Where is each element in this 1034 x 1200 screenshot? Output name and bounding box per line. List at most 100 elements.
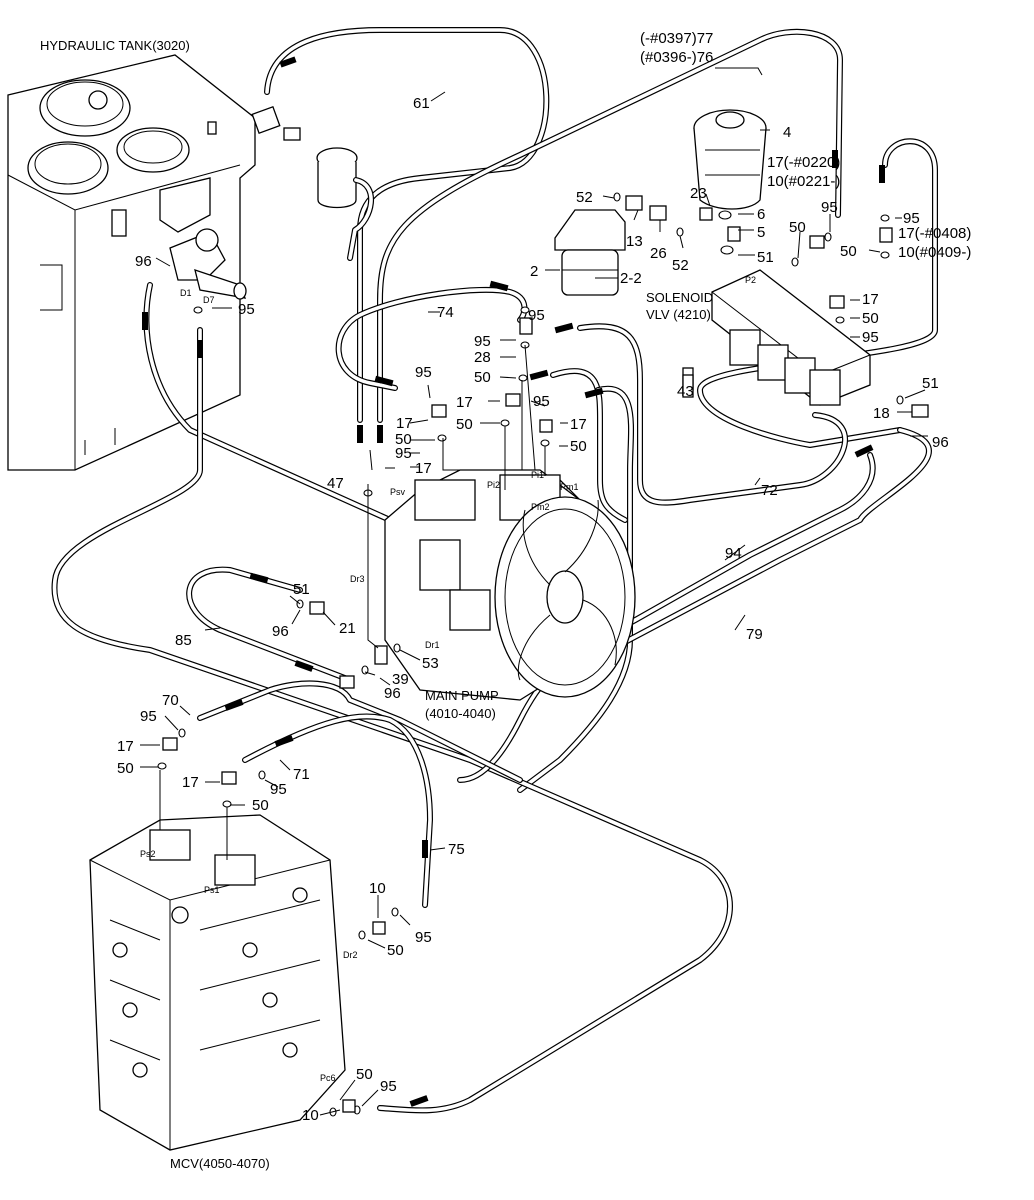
port-dr3: Dr3	[350, 574, 365, 584]
air-breather	[693, 109, 767, 210]
port-pm2: Pm2	[531, 502, 550, 512]
callout-52b: 52	[672, 257, 689, 274]
callout-17e: 17	[456, 394, 473, 411]
callout-50f: 50	[395, 431, 412, 448]
callout-10b: 10(#0409-)	[898, 244, 971, 261]
callout-79: 79	[746, 626, 763, 643]
port-d1: D1	[180, 288, 192, 298]
callout-5: 5	[757, 224, 765, 241]
callout-95j: 95	[140, 708, 157, 725]
callout-75: 75	[448, 841, 465, 858]
callout-95i: 95	[395, 445, 412, 462]
callout-10d: 10	[302, 1107, 319, 1124]
callout-10a: 10(#0221-)	[767, 173, 840, 190]
main-pump	[384, 469, 636, 701]
callout-50k: 50	[356, 1066, 373, 1083]
callout-50d: 50	[862, 310, 879, 327]
part-callouts: (-#0397)77 (#0396-)76 61 4 17(-#0220) 10…	[117, 30, 971, 1124]
title-main-pump-2: (4010-4040)	[425, 706, 496, 721]
tank-cover-2	[27, 141, 109, 195]
callout-96a: 96	[135, 253, 152, 270]
callout-6: 6	[757, 206, 765, 223]
leader-lines	[140, 67, 928, 1116]
callout-95d: 95	[528, 307, 545, 324]
callout-17c: 17	[396, 415, 413, 432]
callout-50h: 50	[117, 760, 134, 777]
callout-76: (#0396-)76	[640, 49, 713, 66]
port-pm1: Pm1	[560, 482, 579, 492]
fitting-parts	[157, 192, 929, 1117]
callout-23: 23	[690, 185, 707, 202]
line-filter	[251, 106, 375, 261]
callout-4: 4	[783, 124, 791, 141]
callout-96c: 96	[272, 623, 289, 640]
callout-95b: 95	[903, 210, 920, 227]
callout-95h: 95	[533, 393, 550, 410]
callout-77: (-#0397)77	[640, 30, 713, 47]
callout-26: 26	[650, 245, 667, 262]
callout-95k: 95	[270, 781, 287, 798]
callout-50j: 50	[387, 942, 404, 959]
callout-70: 70	[162, 692, 179, 709]
callout-28: 28	[474, 349, 491, 366]
callout-51b: 51	[922, 375, 939, 392]
callout-17g: 17	[570, 416, 587, 433]
callout-17a: 17(-#0220)	[767, 154, 840, 171]
callout-17i: 17	[182, 774, 199, 791]
callout-53: 53	[422, 655, 439, 672]
title-solenoid-1: SOLENOID	[646, 290, 713, 305]
callout-50b: 50	[840, 243, 857, 260]
callout-95c: 95	[238, 301, 255, 318]
port-d7: D7	[203, 295, 215, 305]
callout-50i: 50	[252, 797, 269, 814]
callout-71: 71	[293, 766, 310, 783]
solenoid-valve	[682, 269, 871, 406]
callout-96b: 96	[932, 434, 949, 451]
hydraulic-tank	[7, 54, 256, 471]
port-pi1: Pi1	[531, 470, 544, 480]
title-hydraulic-tank: HYDRAULIC TANK(3020)	[40, 38, 190, 53]
callout-17d: 17	[862, 291, 879, 308]
callout-10c: 10	[369, 880, 386, 897]
tank-cover-3	[116, 127, 190, 173]
pilot-filter	[554, 209, 626, 296]
callout-95a: 95	[821, 199, 838, 216]
callout-95g: 95	[862, 329, 879, 346]
callout-2: 2	[530, 263, 538, 280]
port-p2: P2	[745, 275, 756, 285]
port-pi2: Pi2	[487, 480, 500, 490]
tank-cover-1	[39, 79, 131, 137]
callout-95f: 95	[415, 364, 432, 381]
callout-61: 61	[413, 95, 430, 112]
title-mcv: MCV(4050-4070)	[170, 1156, 270, 1171]
callout-95m: 95	[380, 1078, 397, 1095]
title-solenoid-2: VLV (4210)	[646, 307, 711, 322]
callout-50e: 50	[456, 416, 473, 433]
callout-50c: 50	[474, 369, 491, 386]
main-control-valve	[89, 814, 346, 1151]
port-ps2: Ps2	[140, 849, 156, 859]
callout-18: 18	[873, 405, 890, 422]
callout-95e: 95	[474, 333, 491, 350]
callout-43: 43	[677, 383, 694, 400]
callout-74: 74	[437, 304, 454, 321]
callout-17f: 17	[415, 460, 432, 477]
callout-13: 13	[626, 233, 643, 250]
port-labels: D1 D7 Psv Pi2 Pi1 Pm1 Pm2 Dr3 Dr1 Ps2 Ps…	[140, 275, 756, 1083]
port-dr1: Dr1	[425, 640, 440, 650]
callout-2-2: 2-2	[620, 270, 642, 287]
port-pc6: Pc6	[320, 1073, 336, 1083]
callout-94: 94	[725, 545, 742, 562]
callout-50g: 50	[570, 438, 587, 455]
callout-50a: 50	[789, 219, 806, 236]
callout-39: 39	[392, 671, 409, 688]
port-dr2: Dr2	[343, 950, 358, 960]
callout-51c: 51	[293, 581, 310, 598]
callout-17b: 17(-#0408)	[898, 225, 971, 242]
callout-51a: 51	[757, 249, 774, 266]
callout-85: 85	[175, 632, 192, 649]
hose-fittings	[142, 56, 885, 1107]
callout-17h: 17	[117, 738, 134, 755]
component-titles: HYDRAULIC TANK(3020) MAIN PUMP (4010-404…	[40, 38, 713, 1171]
